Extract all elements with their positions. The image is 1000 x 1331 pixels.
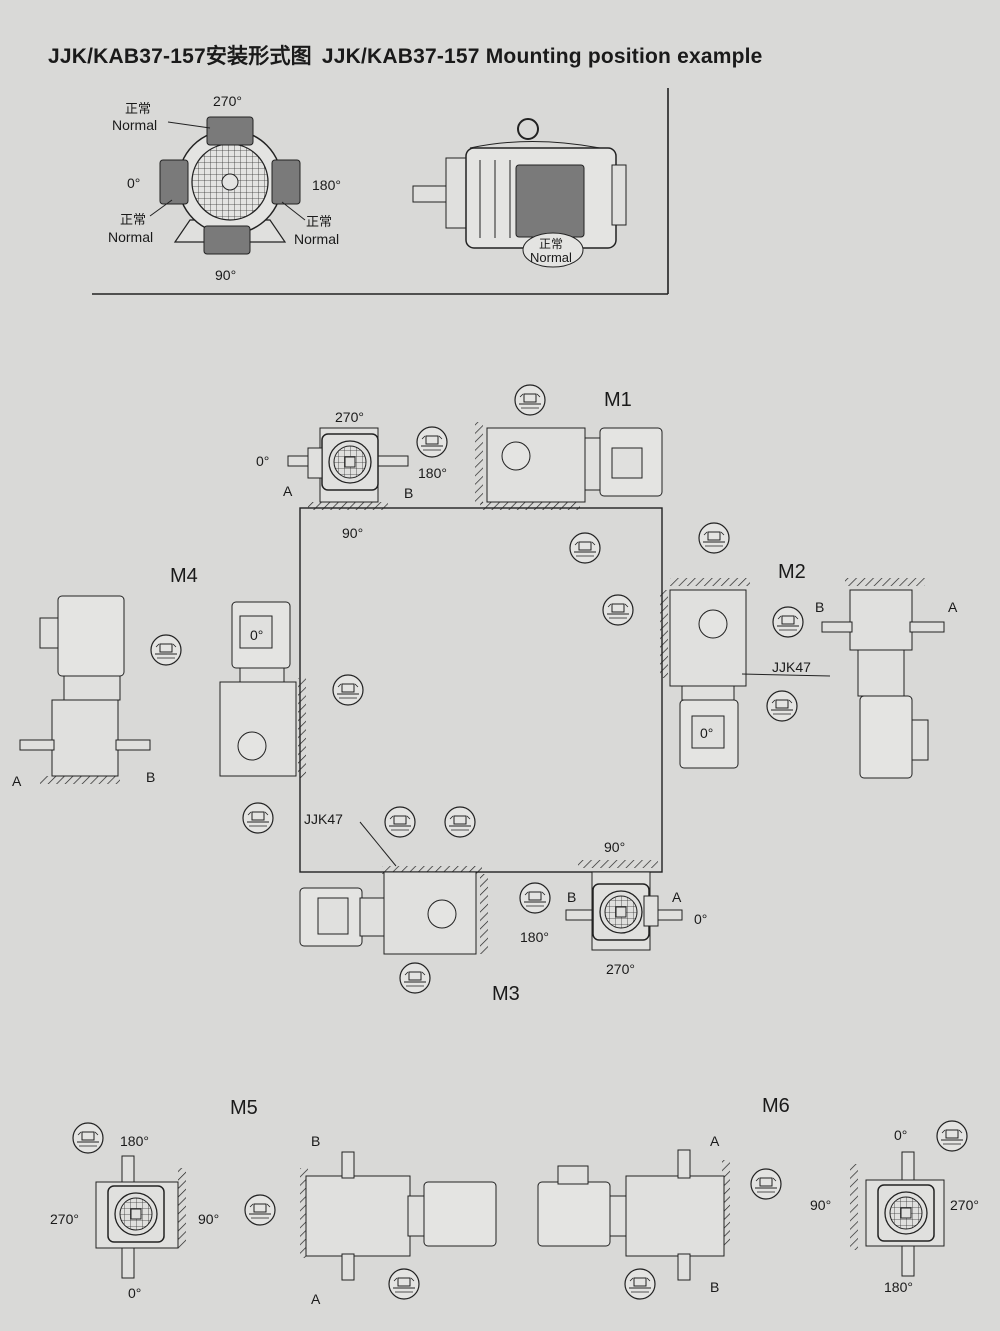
m1-title: M1	[604, 389, 632, 411]
m2-model: JJK47	[772, 659, 811, 675]
legend-panel: 270° 0° 180° 90° 正常 Normal 正常 Normal 正常 …	[92, 88, 669, 295]
legend-normal-en-3: Normal	[294, 231, 339, 247]
m6-deg-right: 270°	[950, 1197, 979, 1213]
title-cn: JJK/KAB37-157安装形式图	[48, 45, 312, 68]
m5-label-b: B	[311, 1133, 320, 1149]
m6-label-a: A	[710, 1133, 720, 1149]
terminal-box-90	[203, 225, 251, 255]
m1-deg-bottom: 90°	[342, 525, 363, 541]
position-m5	[72, 1122, 497, 1300]
m3-deg-right: 0°	[694, 911, 707, 927]
m6-deg-top: 0°	[894, 1127, 907, 1143]
position-m4	[19, 595, 364, 834]
m6-label-b: B	[710, 1279, 719, 1295]
position-m3	[299, 806, 683, 994]
m2-label-b: B	[815, 599, 824, 615]
title-en: JJK/KAB37-157 Mounting position example	[321, 45, 763, 68]
m6-deg-left: 90°	[810, 1197, 831, 1213]
m3-title: M3	[492, 983, 520, 1005]
m3-label-a: A	[672, 889, 682, 905]
legend-normal-cn-3: 正常	[306, 214, 332, 229]
legend-angle-180: 180°	[312, 177, 341, 193]
motor-side-view	[412, 118, 627, 268]
m4-title: M4	[170, 565, 198, 587]
motor-end-view	[159, 116, 301, 255]
m3-label-b: B	[567, 889, 576, 905]
m5-deg-top: 180°	[120, 1133, 149, 1149]
m4-label-a: A	[12, 773, 22, 789]
position-m2	[602, 522, 945, 779]
position-m1	[287, 384, 663, 564]
terminal-box-180	[271, 159, 301, 205]
m4-label-b: B	[146, 769, 155, 785]
m2-label-a: A	[948, 599, 958, 615]
terminal-box-270	[206, 116, 254, 146]
m3-deg-bottom: 270°	[606, 961, 635, 977]
legend-normal-cn-4: 正常	[539, 237, 563, 251]
m6-deg-bottom: 180°	[884, 1279, 913, 1295]
m1-deg-side: 180°	[418, 465, 447, 481]
legend-normal-cn-1: 正常	[125, 101, 151, 116]
m3-deg-side: 180°	[520, 929, 549, 945]
m1-label-b: B	[404, 485, 413, 501]
m2-motor-deg: 0°	[700, 725, 713, 741]
m5-label-a: A	[311, 1291, 321, 1307]
terminal-box-0	[159, 159, 189, 205]
legend-angle-270: 270°	[213, 93, 242, 109]
m5-deg-bottom: 0°	[128, 1285, 141, 1301]
m5-deg-left: 270°	[50, 1211, 79, 1227]
m1-deg-left: 0°	[256, 453, 269, 469]
legend-angle-0: 0°	[127, 175, 140, 191]
m6-title: M6	[762, 1095, 790, 1117]
page-title: JJK/KAB37-157安装形式图 JJK/KAB37-157 Mounting…	[48, 40, 773, 70]
position-m6	[537, 1120, 968, 1300]
m2-title: M2	[778, 561, 806, 583]
legend-normal-en-1: Normal	[112, 117, 157, 133]
m1-label-a: A	[283, 483, 293, 499]
m1-deg-top: 270°	[335, 409, 364, 425]
m5-title: M5	[230, 1097, 258, 1119]
legend-normal-en-2: Normal	[108, 229, 153, 245]
m3-deg-top: 90°	[604, 839, 625, 855]
terminal-box-side	[515, 164, 585, 238]
m4-motor-deg: 0°	[250, 627, 263, 643]
m5-deg-right: 90°	[198, 1211, 219, 1227]
legend-normal-en-4: Normal	[530, 250, 572, 265]
legend-normal-cn-2: 正常	[120, 212, 146, 227]
legend-angle-90: 90°	[215, 267, 236, 283]
m3-model: JJK47	[304, 811, 343, 827]
